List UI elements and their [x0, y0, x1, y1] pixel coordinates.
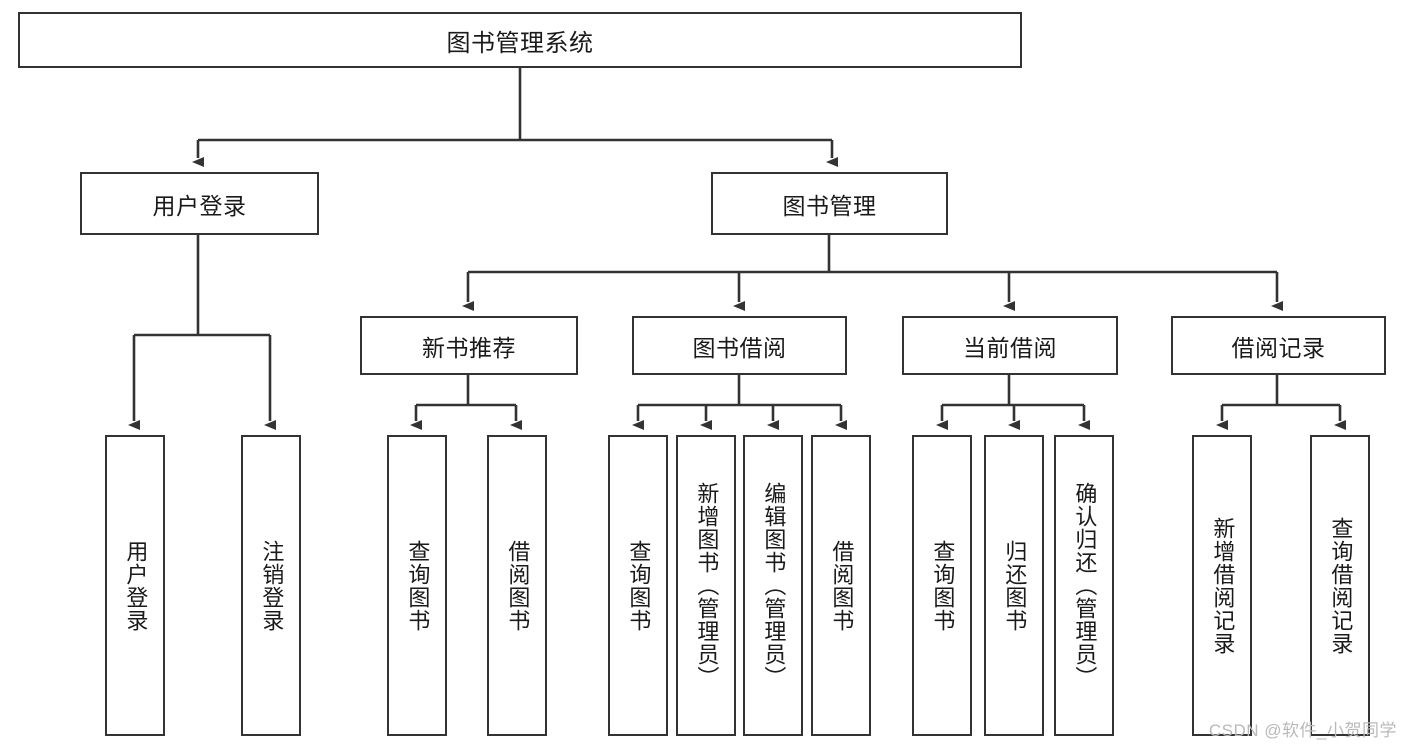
- leaf-borrow-record-query-record[interactable]: 查询借阅记录: [1310, 435, 1370, 736]
- leaf-book-borrow-borrow-book[interactable]: 借阅图书: [811, 435, 871, 736]
- leaf-current-borrow-query-book[interactable]: 查询图书: [912, 435, 972, 736]
- leaf-user-login-logout[interactable]: 注销登录: [241, 435, 301, 736]
- leaf-user-login-login[interactable]: 用户登录: [105, 435, 165, 736]
- node-root-system[interactable]: 图书管理系统: [18, 12, 1022, 68]
- node-label: 用户登录: [152, 192, 247, 219]
- leaf-book-borrow-query-book[interactable]: 查询图书: [608, 435, 668, 736]
- node-label: 新书推荐: [422, 334, 516, 361]
- node-label: 查询图书: [930, 539, 956, 632]
- node-book-borrow[interactable]: 图书借阅: [632, 316, 847, 375]
- node-label: 图书管理系统: [446, 29, 594, 57]
- node-label: 编辑图书（管理员）: [761, 482, 787, 689]
- node-label: 图书管理: [782, 192, 877, 219]
- leaf-borrow-record-add-record[interactable]: 新增借阅记录: [1192, 435, 1252, 736]
- node-label: 借阅图书: [505, 539, 531, 632]
- node-label: 查询借阅记录: [1328, 516, 1354, 655]
- node-label: 注销登录: [259, 539, 285, 632]
- node-label: 用户登录: [123, 539, 149, 632]
- node-label: 查询图书: [405, 539, 431, 632]
- leaf-new-book-borrow-book[interactable]: 借阅图书: [487, 435, 547, 736]
- watermark-csdn: CSDN @软件_小贺同学: [1208, 721, 1397, 740]
- leaf-book-borrow-edit-book-admin[interactable]: 编辑图书（管理员）: [743, 435, 803, 736]
- node-label: 新增借阅记录: [1210, 516, 1236, 655]
- leaf-current-borrow-return-book[interactable]: 归还图书: [984, 435, 1044, 736]
- node-label: 新增图书（管理员）: [694, 482, 720, 689]
- node-new-book-recommend[interactable]: 新书推荐: [360, 316, 578, 375]
- node-current-borrow[interactable]: 当前借阅: [902, 316, 1118, 375]
- leaf-current-borrow-confirm-return-admin[interactable]: 确认归还（管理员）: [1054, 435, 1114, 736]
- node-label: 当前借阅: [963, 334, 1057, 361]
- node-label: 图书借阅: [692, 334, 787, 361]
- node-label: 查询图书: [626, 539, 652, 632]
- node-label: 借阅记录: [1231, 334, 1326, 361]
- node-borrow-record[interactable]: 借阅记录: [1171, 316, 1386, 375]
- node-user-login[interactable]: 用户登录: [80, 172, 319, 235]
- node-label: 确认归还（管理员）: [1072, 482, 1098, 689]
- leaf-book-borrow-add-book-admin[interactable]: 新增图书（管理员）: [676, 435, 736, 736]
- node-label: 借阅图书: [829, 539, 855, 632]
- node-book-management[interactable]: 图书管理: [711, 172, 948, 235]
- leaf-new-book-query-book[interactable]: 查询图书: [387, 435, 447, 736]
- node-label: 归还图书: [1002, 539, 1028, 632]
